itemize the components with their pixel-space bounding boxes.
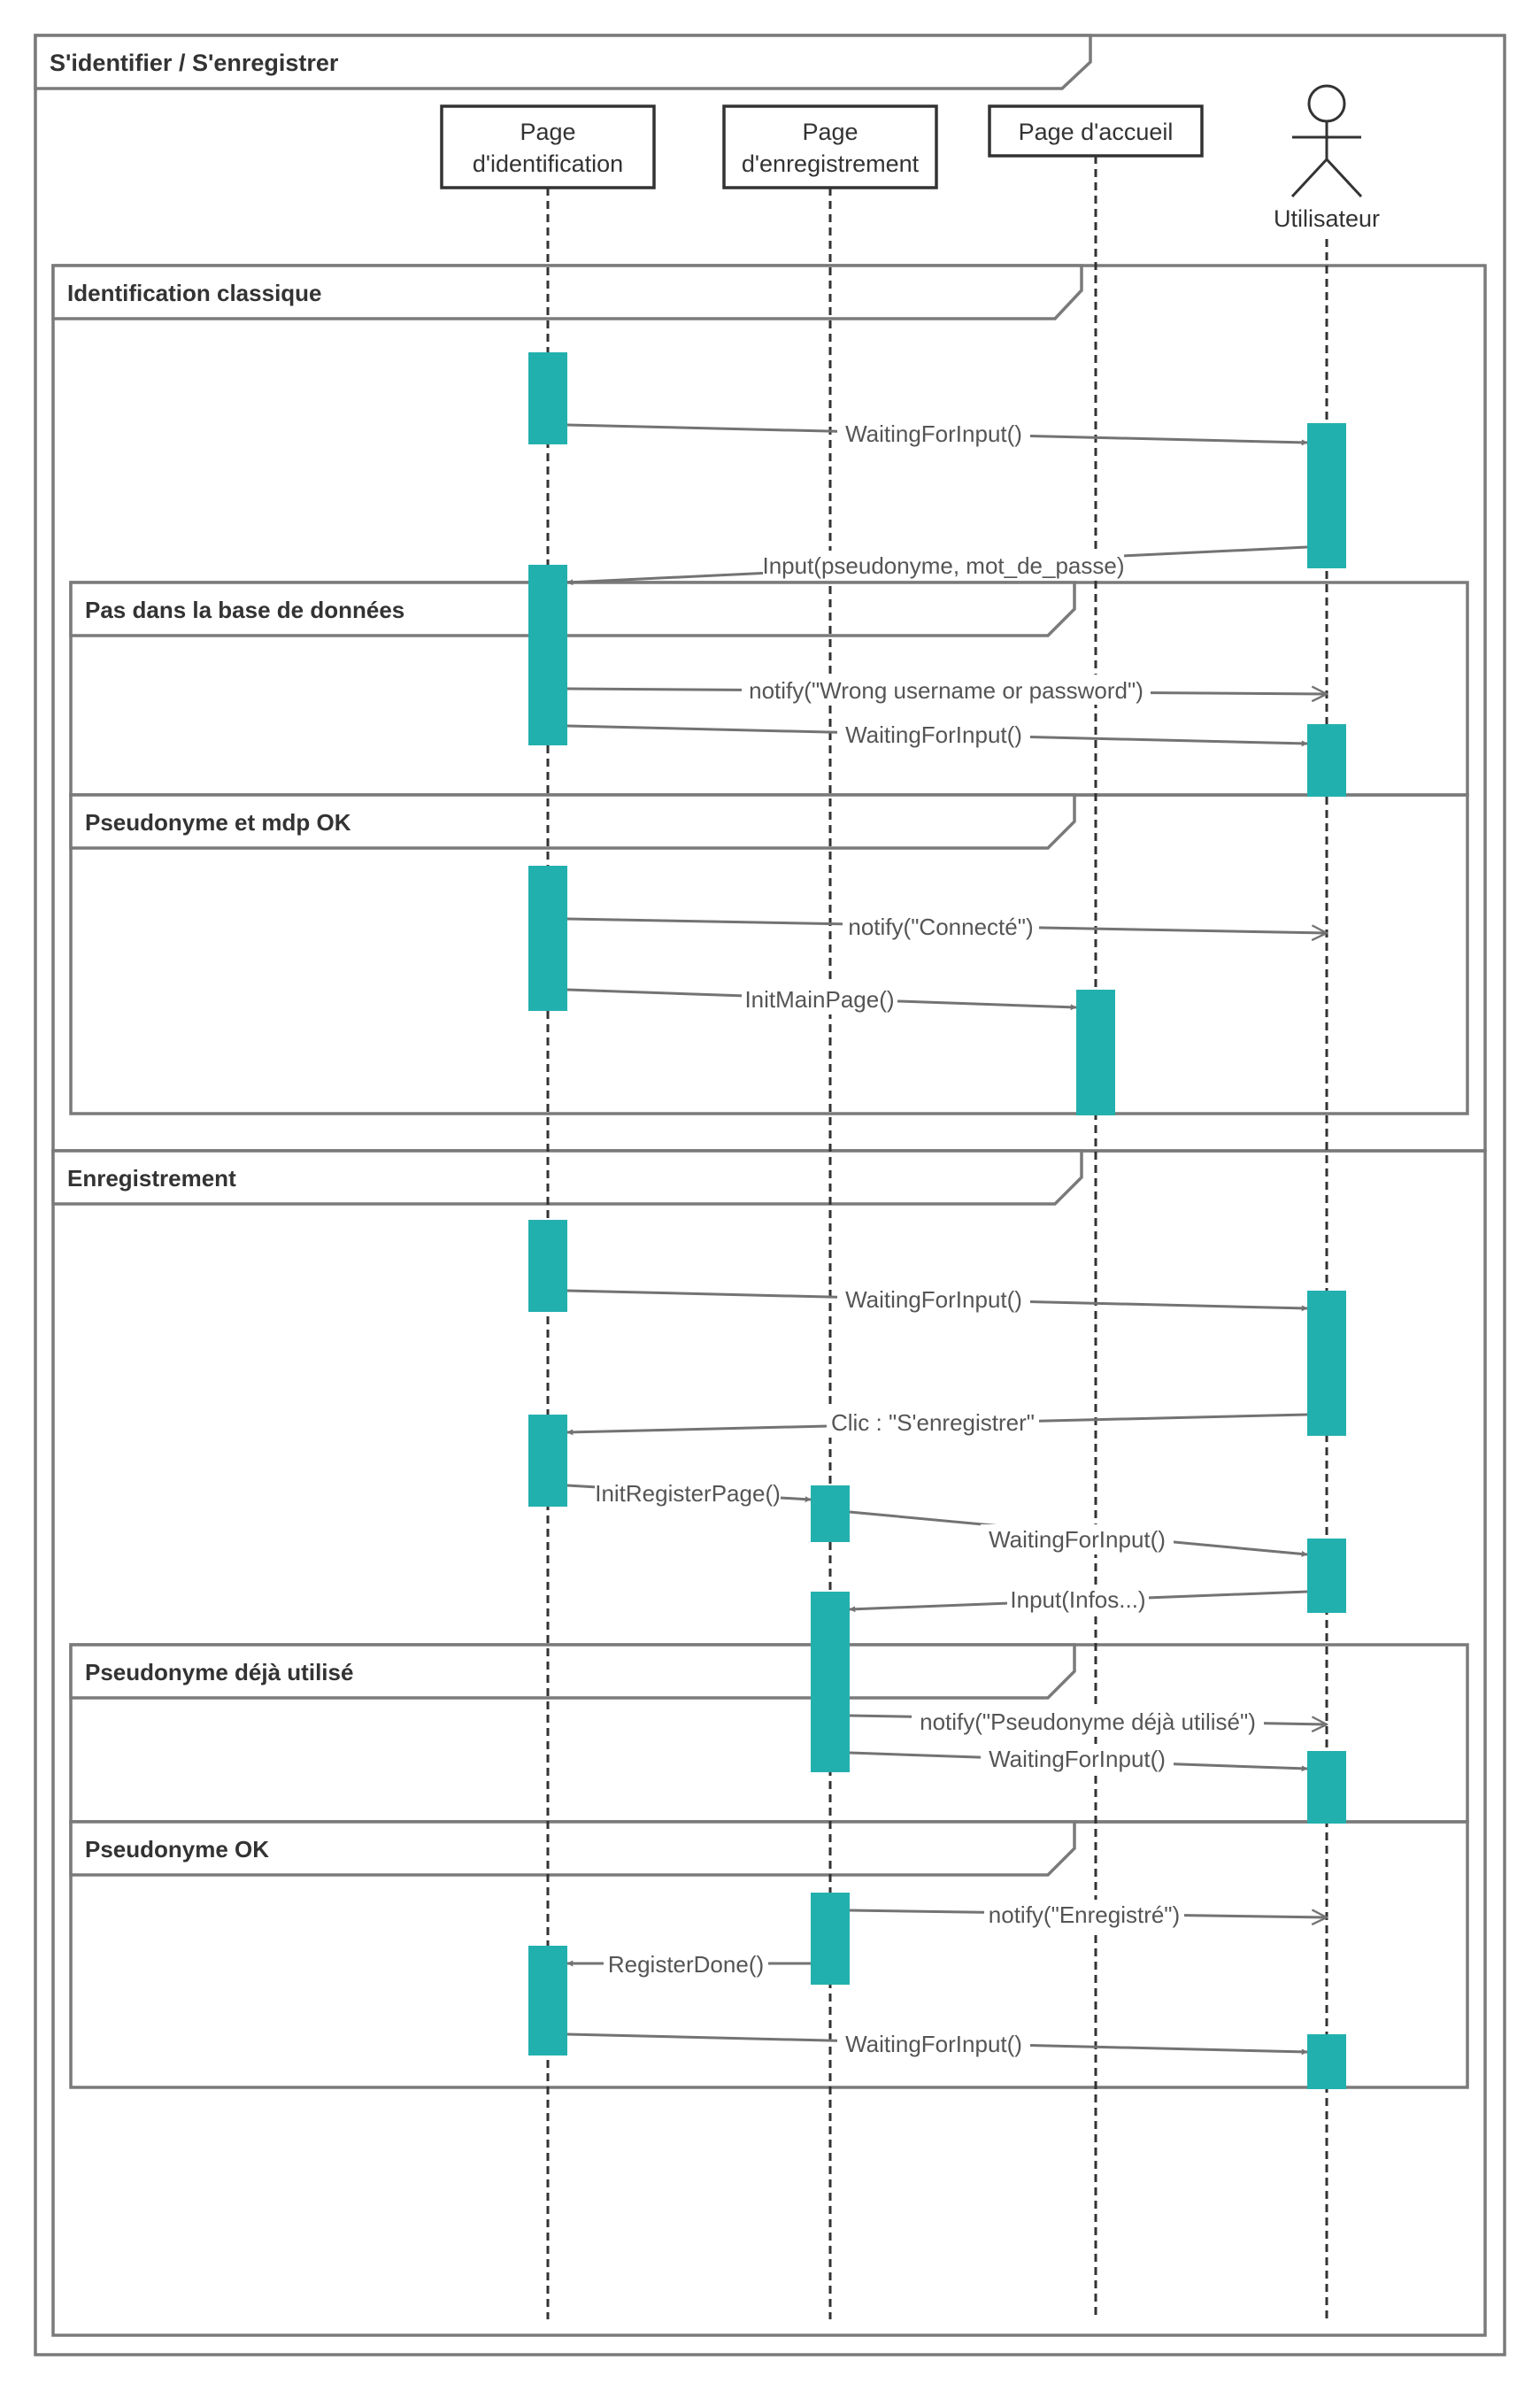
activation-page-identification-5 (528, 1415, 567, 1507)
fragment-title-pseudo-ok: Pseudonyme OK (85, 1836, 269, 1863)
actor-utilisateur: Utilisateur (1274, 84, 1380, 232)
lifeline-label-page-enregistrement-line1: Page (802, 119, 858, 145)
fragment-pseudo-mdp-ok: Pseudonyme et mdp OK (69, 793, 1469, 1115)
activation-page-identification-2 (528, 565, 567, 745)
fragment-title-pseudo-deja-utilise: Pseudonyme déjà utilisé (85, 1659, 353, 1685)
fragment-title-pas-dans-base: Pas dans la base de données (85, 597, 404, 623)
message-label: WaitingForInput() (845, 721, 1022, 748)
message-label: WaitingForInput() (989, 1746, 1166, 1772)
activation-page-enregistrement-3 (811, 1893, 850, 1985)
message-waiting-for-input-1: WaitingForInput() (566, 418, 1308, 448)
messages: WaitingForInput() Input(pseudonyme, mot_… (566, 418, 1327, 2059)
activation-page-identification-6 (528, 1946, 567, 2055)
message-label: Clic : "S'enregistrer" (831, 1409, 1035, 1436)
activation-page-enregistrement-1 (811, 1485, 850, 1542)
message-label: WaitingForInput() (845, 1286, 1022, 1313)
message-label: notify("Enregistré") (989, 1901, 1180, 1928)
message-label: WaitingForInput() (845, 420, 1022, 447)
message-label: notify("Pseudonyme déjà utilisé") (920, 1708, 1256, 1735)
message-label: notify("Wrong username or password") (749, 677, 1143, 704)
message-init-main-page: InitMainPage() (566, 984, 1077, 1014)
activation-bars (528, 352, 1346, 2089)
message-label: notify("Connecté") (848, 914, 1033, 940)
fragment-title-enregistrement: Enregistrement (67, 1165, 236, 1192)
activation-page-identification-3 (528, 866, 567, 1011)
activation-utilisateur-4 (1307, 1539, 1346, 1613)
message-register-done: RegisterDone() (566, 1949, 811, 1979)
actor-label-utilisateur: Utilisateur (1274, 205, 1380, 232)
lifeline-label-page-identification-line1: Page (520, 119, 575, 145)
activation-utilisateur-2 (1307, 724, 1346, 797)
message-init-register-page: InitRegisterPage() (566, 1478, 812, 1508)
lifelines (546, 156, 1328, 2319)
message-label: WaitingForInput() (989, 1526, 1166, 1553)
message-label: RegisterDone() (608, 1951, 764, 1978)
message-notify-pseudo-deja-utilise: notify("Pseudonyme déjà utilisé") (849, 1707, 1327, 1737)
fragment-enregistrement: Enregistrement (51, 1149, 1487, 2337)
activation-utilisateur-1 (1307, 423, 1346, 568)
actor-icon (1290, 84, 1363, 198)
lifeline-label-page-accueil: Page d'accueil (1019, 119, 1174, 145)
message-notify-wrong-credentials: notify("Wrong username or password") (566, 675, 1327, 705)
activation-page-enregistrement-2 (811, 1592, 850, 1772)
message-label: Input(Infos...) (1010, 1586, 1145, 1613)
message-label: InitRegisterPage() (595, 1480, 781, 1507)
activation-page-identification-1 (528, 352, 567, 444)
lifeline-head-page-enregistrement: Page d'enregistrement (722, 104, 938, 189)
message-clic-s-enregistrer: Clic : "S'enregistrer" (566, 1408, 1308, 1438)
fragment-title-pseudo-mdp-ok: Pseudonyme et mdp OK (85, 809, 351, 836)
message-input-infos: Input(Infos...) (849, 1585, 1308, 1615)
lifeline-label-page-identification-line2: d'identification (473, 150, 623, 177)
fragment-identification-classique: Identification classique (51, 264, 1487, 1153)
message-input-pseudonyme: Input(pseudonyme, mot_de_passe) (566, 545, 1308, 586)
message-waiting-for-input-4: WaitingForInput() (849, 1510, 1308, 1557)
message-waiting-for-input-5: WaitingForInput() (849, 1744, 1308, 1774)
activation-page-accueil-1 (1076, 990, 1115, 1115)
message-notify-enregistre: notify("Enregistré") (849, 1900, 1327, 1930)
message-waiting-for-input-6: WaitingForInput() (566, 2029, 1308, 2059)
fragment-title-identification-classique: Identification classique (67, 280, 322, 306)
message-label: InitMainPage() (744, 986, 894, 1013)
message-waiting-for-input-3: WaitingForInput() (566, 1284, 1308, 1314)
message-label: Input(pseudonyme, mot_de_passe) (762, 552, 1124, 579)
activation-utilisateur-3 (1307, 1291, 1346, 1436)
activation-utilisateur-6 (1307, 2034, 1346, 2089)
message-notify-connecte: notify("Connecté") (566, 912, 1327, 942)
lifeline-label-page-enregistrement-line2: d'enregistrement (742, 150, 920, 177)
lifeline-head-page-accueil: Page d'accueil (988, 104, 1204, 158)
outer-frame-title: S'identifier / S'enregistrer (50, 50, 339, 76)
lifeline-heads: Page d'identification Page d'enregistrem… (440, 84, 1380, 232)
message-label: WaitingForInput() (845, 2031, 1022, 2057)
outer-frame: S'identifier / S'enregistrer (34, 34, 1506, 2356)
message-waiting-for-input-2: WaitingForInput() (566, 719, 1308, 749)
activation-page-identification-4 (528, 1220, 567, 1312)
activation-utilisateur-5 (1307, 1751, 1346, 1824)
fragment-pseudo-ok: Pseudonyme OK (69, 1820, 1469, 2089)
lifeline-head-page-identification: Page d'identification (440, 104, 656, 189)
